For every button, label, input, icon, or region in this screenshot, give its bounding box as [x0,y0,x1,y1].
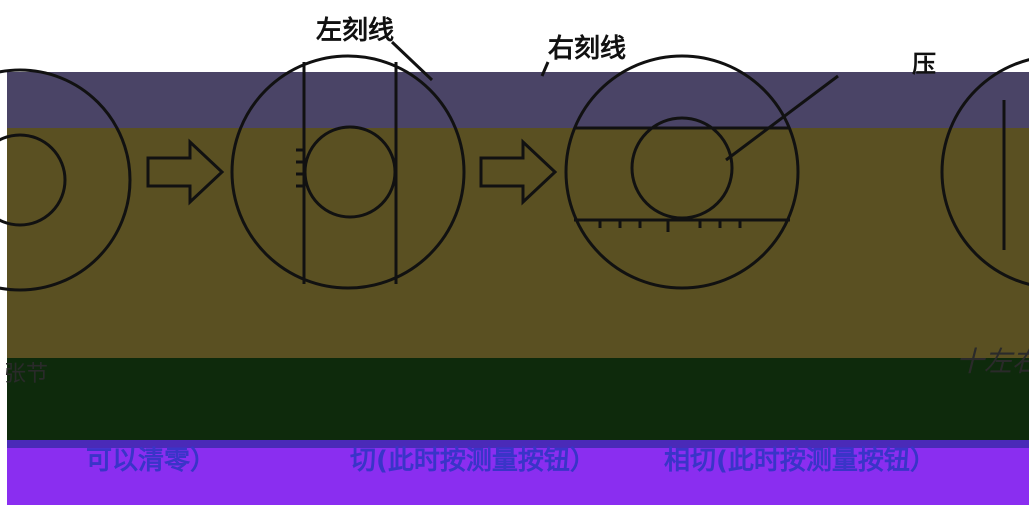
panel1-outer-circle [0,68,132,292]
caption-step1: 可以清零） [86,446,217,476]
band-dark [7,358,1029,448]
band-purple-top [7,72,1029,128]
panel3-outer-circle [564,54,800,290]
panel1-inner-circle [0,133,67,227]
panel3-inner-circle [630,116,734,220]
left-label-leader [390,40,434,82]
arrow-1-shape [146,138,225,206]
right-scale-line-label: 右刻线 [548,34,627,64]
scribble-right: 十左右 [956,345,1029,378]
panel4-outer-circle [940,58,1029,286]
panel2-outer-circle [230,54,466,290]
arrow-2-shape [479,138,558,206]
band-olive [7,128,1029,360]
panel3-leader [725,74,839,162]
corner-label: 压 [912,50,936,78]
caption-step3: 相切(此时按测量按钮） [664,446,936,476]
caption-step2: 切(此时按测量按钮） [350,446,596,476]
left-scale-line-label: 左刻线 [316,16,395,46]
scribble-left: 张节 [4,362,49,387]
band-violet [7,448,1029,505]
panel2-inner-circle [303,125,397,219]
right-label-leader [540,61,550,77]
